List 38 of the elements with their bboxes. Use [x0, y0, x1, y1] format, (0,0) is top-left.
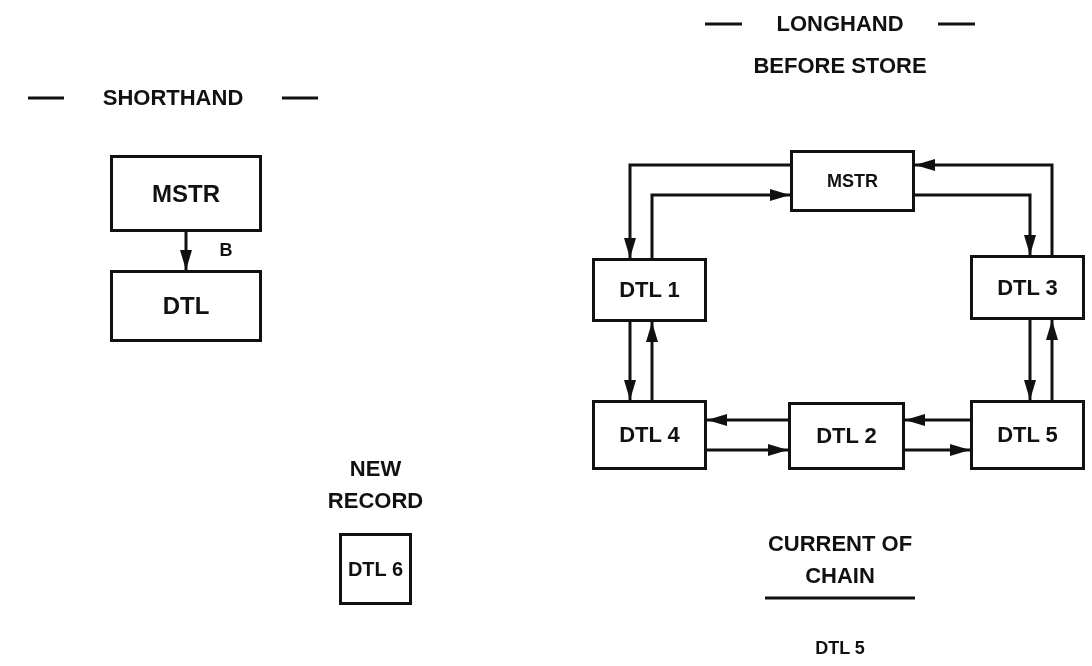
arrow	[707, 414, 788, 426]
arrow	[905, 444, 970, 456]
record-box	[110, 270, 262, 342]
arrow	[707, 444, 788, 456]
record-name: DTL 1	[619, 277, 680, 303]
record-box	[970, 255, 1085, 320]
record-name: DTL	[162, 292, 210, 320]
arrow	[915, 159, 1054, 255]
record-name: DTL 5	[997, 422, 1058, 448]
arrow	[915, 193, 1036, 255]
subheading: BEFORE STORE	[753, 52, 927, 80]
record-name: DTL 4	[619, 422, 680, 448]
arrow	[646, 322, 658, 400]
record-name: MSTR	[827, 170, 878, 192]
node-label: NEW RECORD	[326, 455, 425, 515]
record-box	[970, 400, 1085, 470]
arrow	[624, 163, 790, 258]
arrow	[624, 322, 636, 400]
record-box	[110, 155, 262, 232]
heading: SHORTHAND	[102, 84, 244, 112]
note: DTL 5	[815, 637, 865, 660]
record-box	[790, 150, 915, 212]
record-name: DTL 3	[997, 274, 1058, 301]
arrow	[180, 232, 192, 270]
edge-label: B	[219, 239, 233, 261]
record-box	[592, 400, 707, 470]
arrow	[905, 414, 970, 426]
record-name: MSTR	[152, 179, 220, 208]
record-box	[339, 533, 412, 605]
record-name: DTL 6	[347, 557, 404, 581]
arrow	[650, 189, 790, 258]
heading: LONGHAND	[776, 10, 904, 38]
record-box	[788, 402, 905, 470]
record-name: DTL 2	[816, 423, 877, 449]
note: CURRENT OF CHAIN	[766, 530, 914, 590]
arrow	[1024, 320, 1036, 400]
record-box	[592, 258, 707, 322]
arrow	[1046, 320, 1058, 400]
